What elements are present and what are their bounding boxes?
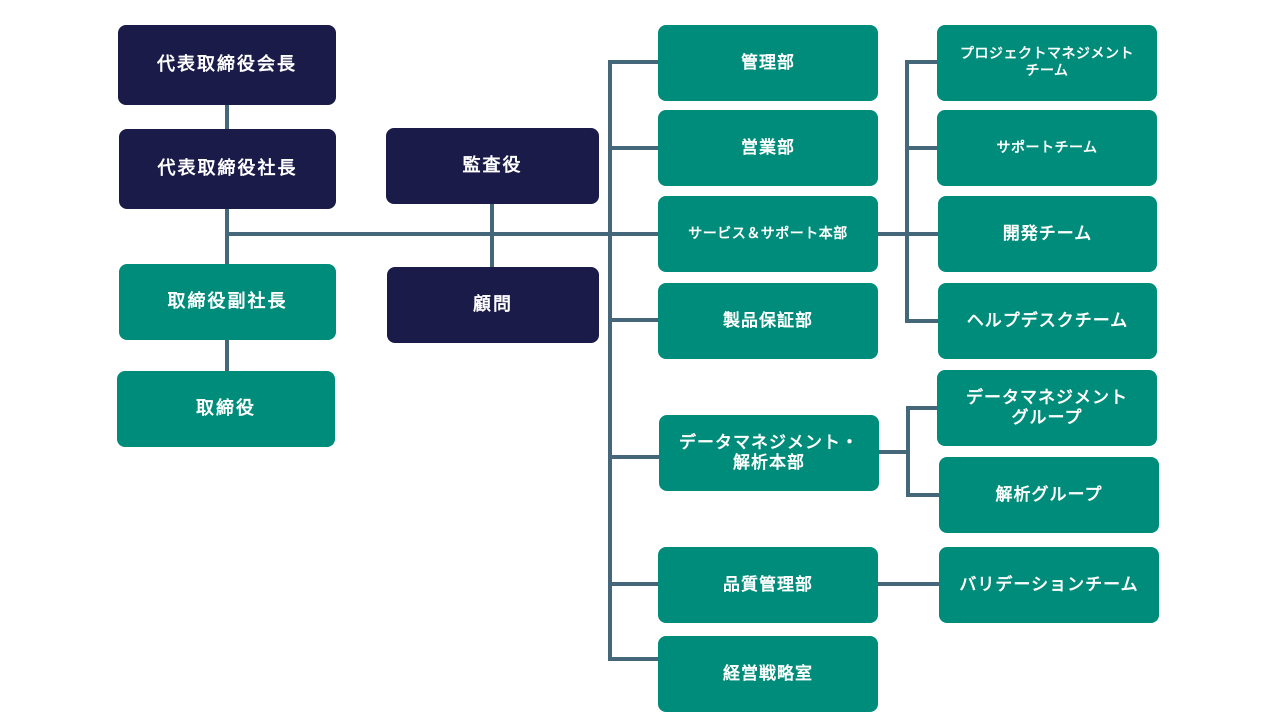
director-box: 取締役 bbox=[117, 371, 335, 447]
dept-quality-box: 品質管理部 bbox=[658, 547, 878, 623]
dept-product-assurance-box: 製品保証部 bbox=[658, 283, 878, 359]
team-pm-box: プロジェクトマネジメント チーム bbox=[937, 25, 1157, 101]
team-support-box: サポートチーム bbox=[937, 110, 1157, 186]
team-dev-box: 開発チーム bbox=[938, 196, 1157, 272]
vice-president-box: 取締役副社長 bbox=[119, 264, 336, 340]
dept-service-support-box: サービス＆サポート本部 bbox=[658, 196, 878, 272]
group-analysis-box: 解析グループ bbox=[939, 457, 1159, 533]
group-data-management-box: データマネジメント グループ bbox=[937, 370, 1157, 446]
team-validation-box: バリデーションチーム bbox=[939, 547, 1159, 623]
dept-data-analytics-box: データマネジメント・ 解析本部 bbox=[659, 415, 879, 491]
president-box: 代表取締役社長 bbox=[119, 129, 336, 209]
dept-strategy-box: 経営戦略室 bbox=[658, 636, 878, 712]
dept-sales-box: 営業部 bbox=[658, 110, 878, 186]
advisor-box: 顧問 bbox=[387, 267, 599, 343]
team-helpdesk-box: ヘルプデスクチーム bbox=[938, 283, 1157, 359]
auditor-box: 監査役 bbox=[386, 128, 599, 204]
dept-admin-box: 管理部 bbox=[658, 25, 878, 101]
chairman-box: 代表取締役会長 bbox=[118, 25, 336, 105]
